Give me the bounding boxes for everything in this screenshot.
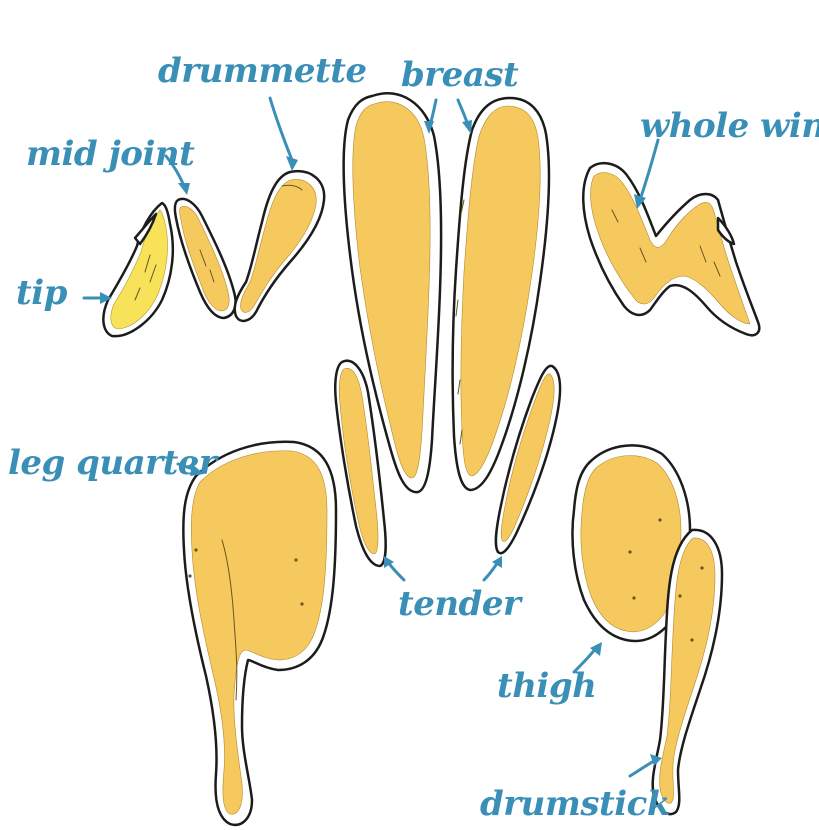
label-breast: breast bbox=[401, 55, 519, 95]
arrow-tender-left bbox=[384, 556, 404, 580]
label-tip: tip bbox=[16, 273, 68, 313]
drummette-piece bbox=[235, 171, 324, 321]
arrow-tender-right bbox=[484, 556, 502, 580]
wing-tip-piece bbox=[103, 203, 172, 336]
label-tender: tender bbox=[398, 584, 523, 624]
whole-wing-piece bbox=[583, 163, 759, 335]
label-leg-quarter: leg quarter bbox=[8, 443, 219, 483]
label-mid-joint: mid joint bbox=[26, 134, 195, 174]
leg-quarter-piece bbox=[183, 442, 336, 825]
arrow-breast-right bbox=[458, 100, 472, 134]
arrow-drummette bbox=[270, 98, 298, 171]
label-thigh: thigh bbox=[497, 666, 596, 706]
label-drumstick: drumstick bbox=[480, 784, 670, 824]
label-drummette: drummette bbox=[158, 51, 367, 91]
mid-joint-piece bbox=[175, 199, 236, 318]
label-whole-wing: whole wing bbox=[640, 106, 819, 146]
arrow-whole-wing bbox=[634, 140, 658, 209]
